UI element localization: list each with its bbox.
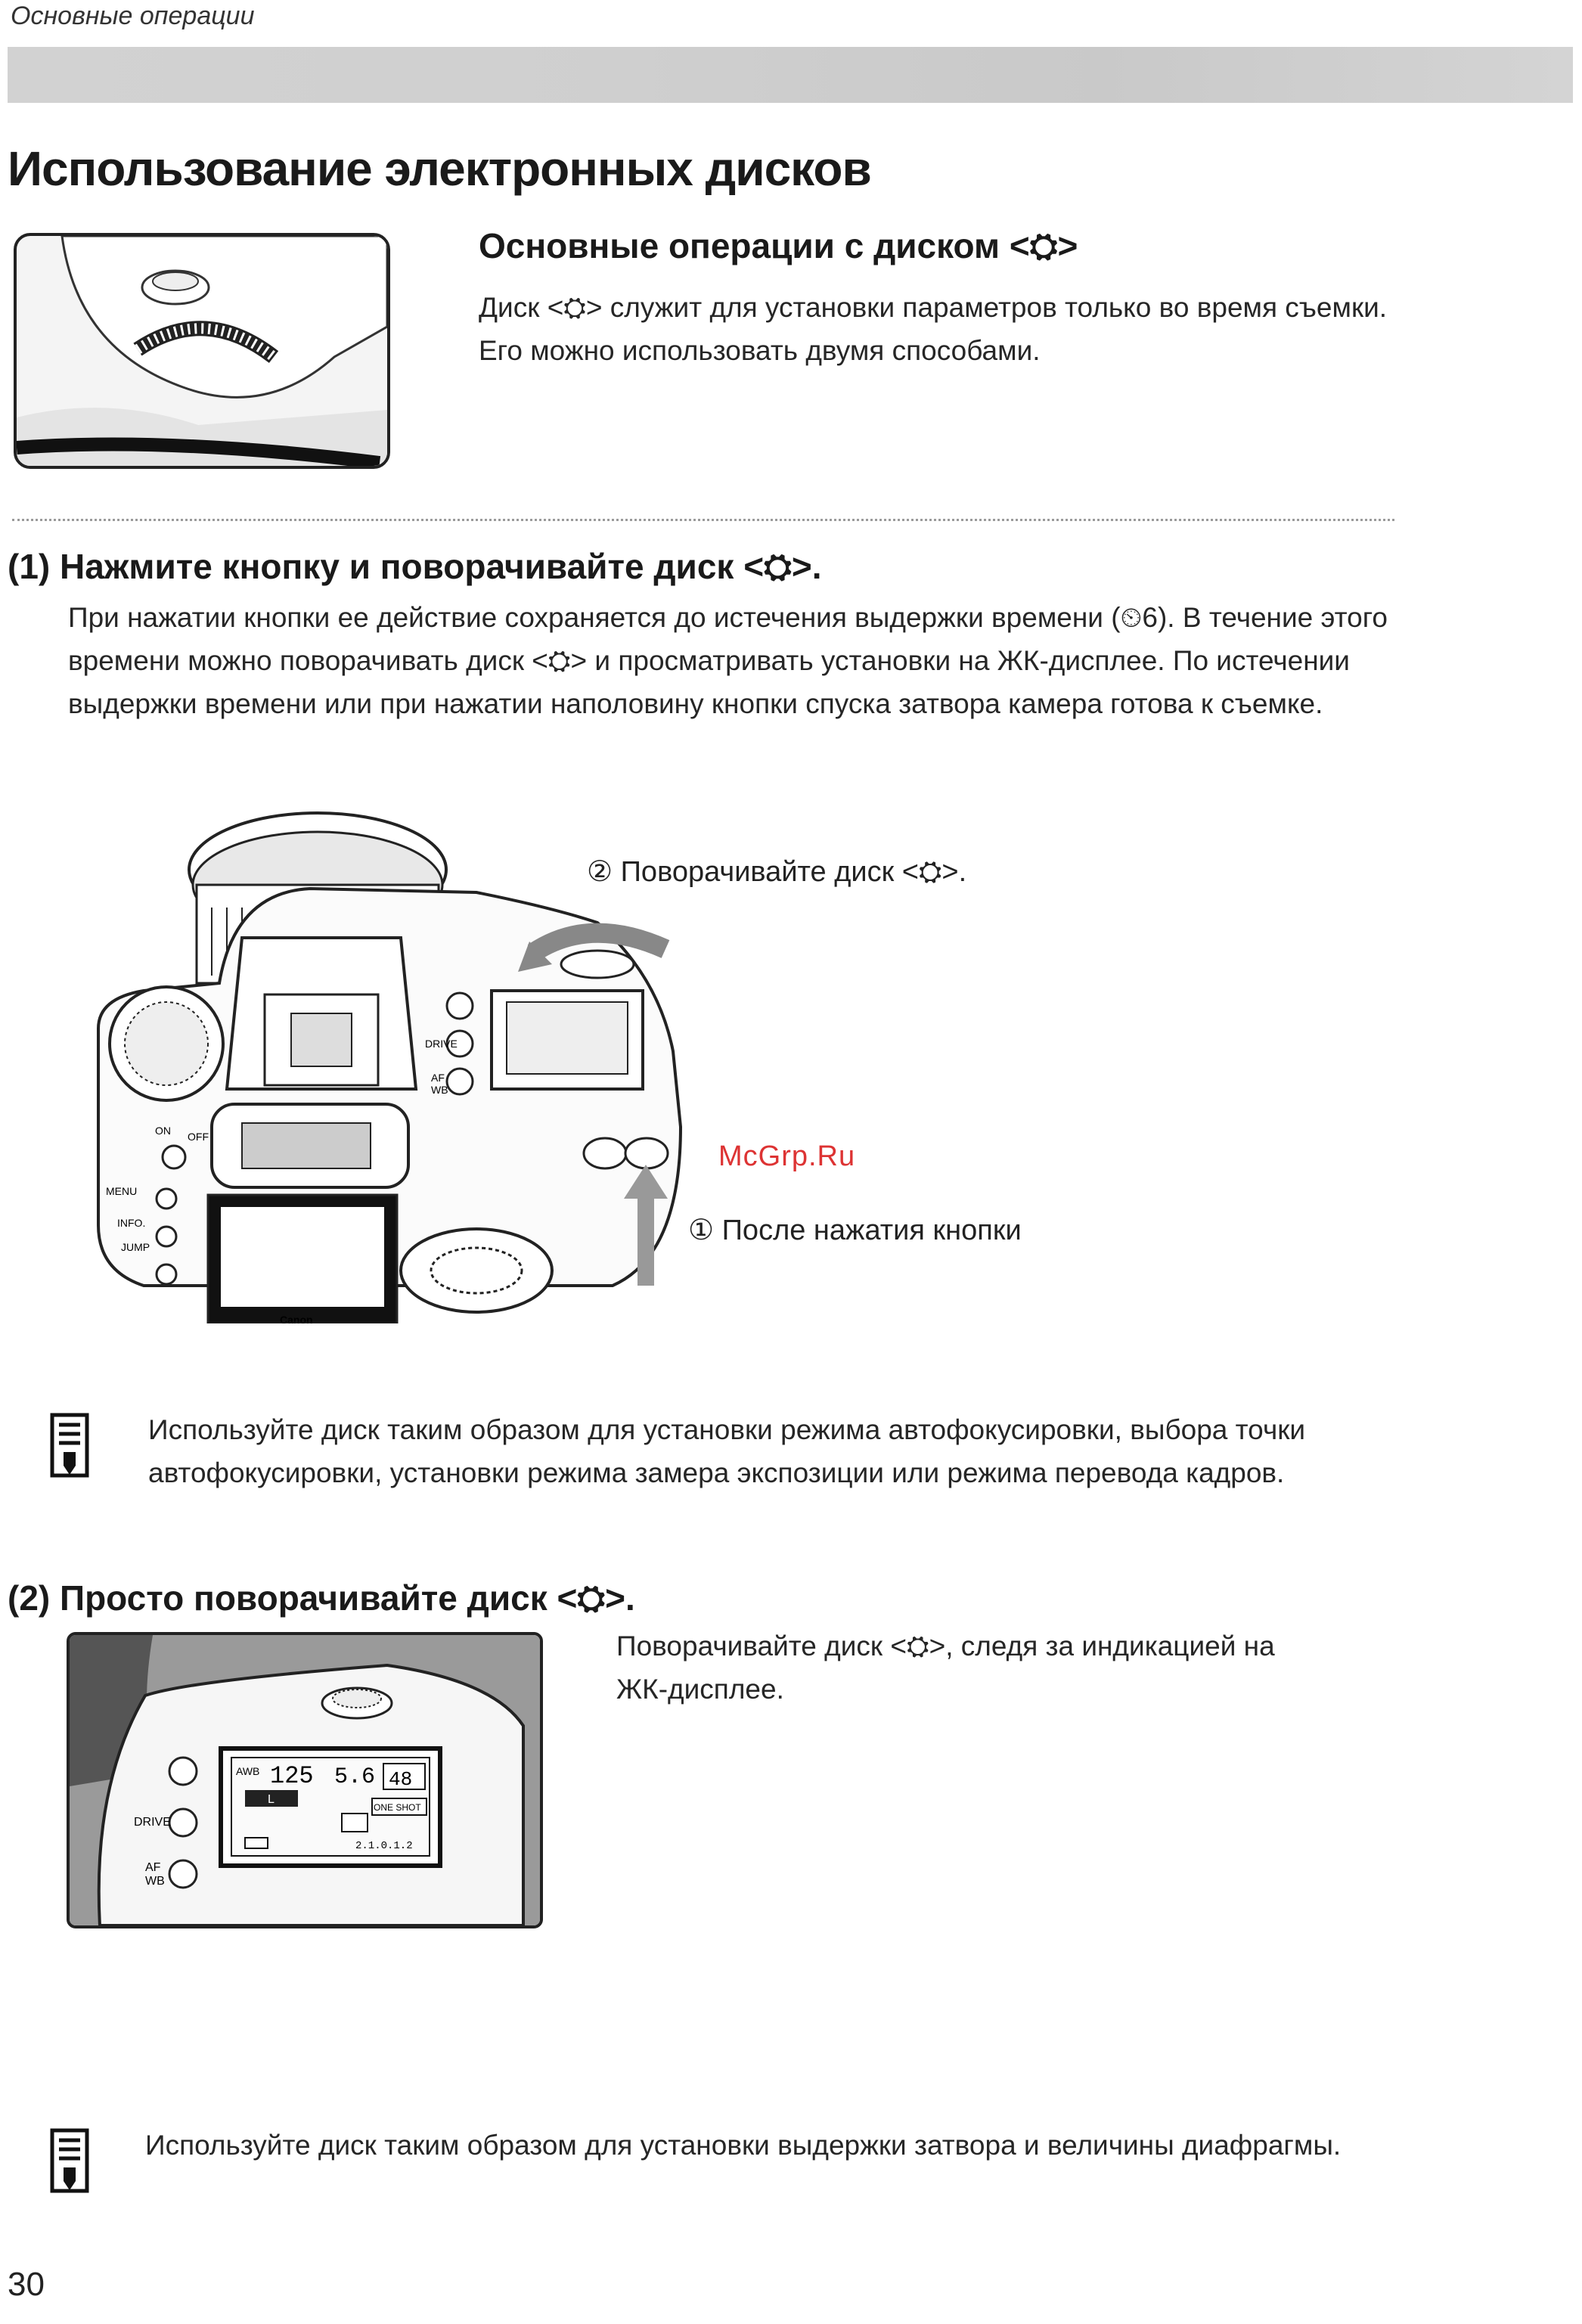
callout-press-button: ① После нажатия кнопки (688, 1215, 1022, 1246)
lcd-label-drive: DRIVE (134, 1816, 171, 1829)
label-drive: DRIVE (425, 1038, 458, 1050)
dial-illustration (14, 233, 390, 469)
memo-icon (50, 2128, 89, 2193)
note-line: автофокусировки, установки режима замера… (148, 1457, 1285, 1488)
camera-top-illustration: ON OFF MENU INFO. JUMP DRIVE AF WB Canon (83, 802, 703, 1326)
intro-line: Его можно использовать двумя способами. (479, 335, 1041, 366)
note-icon (50, 1413, 89, 1482)
page-number: 30 (8, 2266, 45, 2303)
section2-paragraph: Поворачивайте диск <⛭>, следя за индикац… (616, 1624, 1275, 1711)
section1-line: При нажатии кнопки ее действие сохраняет… (68, 602, 1388, 633)
lcd-awb: AWB (236, 1765, 259, 1777)
section1-heading: (1) Нажмите кнопку и поворачивайте диск … (8, 547, 822, 586)
lcd-scale: 2.1.0.1.2 (355, 1840, 413, 1852)
label-menu: MENU (106, 1185, 137, 1197)
lcd-aperture: 5.6 (334, 1764, 375, 1790)
watermark: McGrp.Ru (718, 1140, 856, 1172)
lcd-shots: 48 (389, 1768, 412, 1791)
section1-line: выдержки времени или при нажатии наполов… (68, 688, 1323, 719)
lcd-panel-drawing: DRIVE AF WB AWB 125 5.6 48 L ONE SHOT 2.… (70, 1635, 540, 1925)
section2-line: Поворачивайте диск <⛭>, следя за индикац… (616, 1631, 1275, 1662)
section2-heading: (2) Просто поворачивайте диск <⛭>. (8, 1578, 635, 1618)
note-icon (50, 2128, 89, 2197)
lcd-shutter: 125 (270, 1762, 314, 1790)
memo-icon (50, 1413, 89, 1478)
label-info: INFO. (117, 1217, 145, 1229)
section-divider (12, 519, 1394, 521)
dial-closeup-drawing (17, 236, 387, 466)
section2-line: ЖК-дисплее. (616, 1674, 784, 1705)
lcd-af-mode: ONE SHOT (374, 1802, 421, 1813)
page-title: Использование электронных дисков (8, 141, 872, 196)
section-label: Основные операции (11, 2, 255, 30)
callout-turn-dial: ② Поворачивайте диск <⛭>. (587, 856, 967, 888)
note-1: Используйте диск таким образом для устан… (148, 1408, 1305, 1494)
intro-subheading: Основные операции с диском <⛭> (479, 226, 1078, 265)
intro-line: Диск <⛭> служит для установки параметров… (479, 292, 1388, 323)
label-on: ON (155, 1125, 171, 1137)
section1-paragraph: При нажатии кнопки ее действие сохраняет… (68, 596, 1388, 725)
label-brand: Canon (280, 1314, 313, 1323)
label-af: AF (431, 1072, 445, 1084)
note-line: Используйте диск таким образом для устан… (148, 1414, 1306, 1445)
lcd-label-af: AF (145, 1861, 161, 1874)
lcd-illustration: DRIVE AF WB AWB 125 5.6 48 L ONE SHOT 2.… (67, 1632, 543, 1928)
label-wb: WB (431, 1084, 448, 1096)
note-2: Используйте диск таким образом для устан… (145, 2130, 1342, 2161)
header-band (8, 47, 1573, 103)
label-jump: JUMP (121, 1241, 150, 1253)
lcd-quality: L (268, 1793, 275, 1806)
lcd-label-wb: WB (145, 1875, 165, 1888)
label-off: OFF (188, 1131, 209, 1143)
camera-top-drawing: ON OFF MENU INFO. JUMP DRIVE AF WB Canon (97, 811, 683, 1326)
section1-line: времени можно поворачивать диск <⛭> и пр… (68, 645, 1350, 676)
intro-paragraph: Диск <⛭> служит для установки параметров… (479, 286, 1387, 372)
